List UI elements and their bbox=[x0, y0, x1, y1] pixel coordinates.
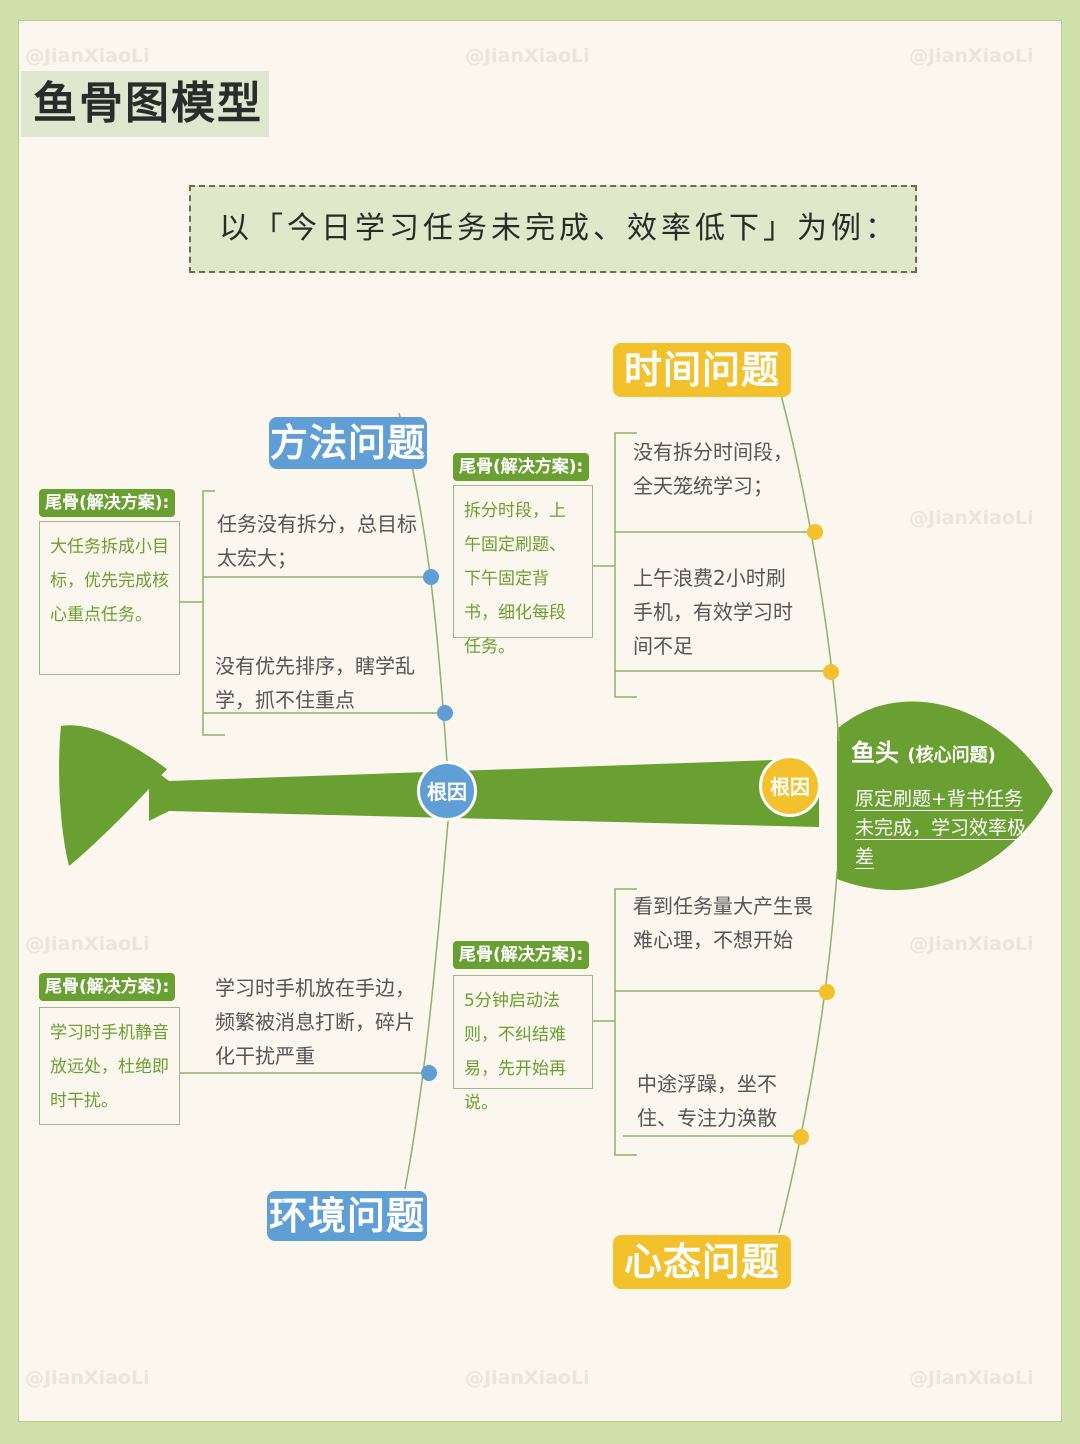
method-cause-1: 任务没有拆分，总目标太宏大； bbox=[217, 512, 417, 570]
bone-dot bbox=[423, 569, 439, 585]
watermark: @JianXiaoLi bbox=[25, 1367, 150, 1389]
time-cause-1: 没有拆分时间段，全天笼统学习； bbox=[633, 440, 793, 498]
bone-dot bbox=[421, 1065, 437, 1081]
bone-dot bbox=[437, 705, 453, 721]
watermark: @JianXiaoLi bbox=[909, 933, 1034, 955]
watermark: @JianXiaoLi bbox=[909, 1367, 1034, 1389]
watermark: @JianXiaoLi bbox=[25, 45, 150, 67]
method-cause-2: 没有优先排序，瞎学乱学，抓不住重点 bbox=[215, 654, 415, 712]
mindset-cause-2: 中途浮躁，坐不住、专注力涣散 bbox=[637, 1072, 777, 1130]
fish-head-text: 原定刷题+背书任务未完成，学习效率极差 bbox=[855, 788, 1027, 869]
environment-cause-1: 学习时手机放在手边，频繁被消息打断，碎片化干扰严重 bbox=[215, 976, 415, 1068]
solution-mindset: 5分钟启动法则，不纠结难易，先开始再说。 bbox=[453, 975, 593, 1113]
category-time: 时间问题 bbox=[613, 343, 791, 397]
tail-bone-label: 尾骨(解决方案): bbox=[453, 453, 590, 481]
watermark: @JianXiaoLi bbox=[25, 933, 150, 955]
solution-time: 拆分时段，上午固定刷题、下午固定背书，细化每段任务。 bbox=[453, 485, 593, 657]
fish-tail bbox=[59, 725, 167, 866]
mindset-cause-1: 看到任务量大产生畏难心理，不想开始 bbox=[633, 894, 813, 952]
bone-dot bbox=[793, 1129, 809, 1145]
root-cause-right: 根因 bbox=[759, 755, 821, 817]
bone-dot bbox=[819, 984, 835, 1000]
time-cause-2: 上午浪费2小时刷手机，有效学习时间不足 bbox=[633, 566, 793, 658]
solution-method: 大任务拆成小目标，优先完成核心重点任务。 bbox=[39, 521, 180, 675]
tail-bone-label: 尾骨(解决方案): bbox=[39, 973, 176, 1001]
category-mindset: 心态问题 bbox=[613, 1235, 791, 1289]
tail-bone-label: 尾骨(解决方案): bbox=[39, 489, 176, 517]
fish-head-title: 鱼头 (核心问题) bbox=[851, 739, 996, 767]
bone-dot bbox=[807, 524, 823, 540]
canvas: @JianXiaoLi @JianXiaoLi @JianXiaoLi @Jia… bbox=[18, 20, 1062, 1422]
fishbone-skeleton bbox=[59, 394, 1053, 1234]
fish-spine bbox=[149, 759, 819, 827]
category-environment: 环境问题 bbox=[267, 1191, 427, 1241]
watermark: @JianXiaoLi bbox=[909, 45, 1034, 67]
watermark: @JianXiaoLi bbox=[465, 1367, 590, 1389]
page-title: 鱼骨图模型 bbox=[21, 71, 269, 137]
watermark: @JianXiaoLi bbox=[465, 45, 590, 67]
tail-bone-label: 尾骨(解决方案): bbox=[453, 941, 590, 969]
solution-environment: 学习时手机静音放远处，杜绝即时干扰。 bbox=[39, 1007, 180, 1125]
watermark: @JianXiaoLi bbox=[909, 507, 1034, 529]
subtitle: 以「今日学习任务未完成、效率低下」为例： bbox=[189, 185, 917, 273]
root-cause-left: 根因 bbox=[417, 761, 477, 821]
category-method: 方法问题 bbox=[269, 417, 427, 469]
bone-dot bbox=[823, 664, 839, 680]
fish-head bbox=[837, 701, 1053, 891]
